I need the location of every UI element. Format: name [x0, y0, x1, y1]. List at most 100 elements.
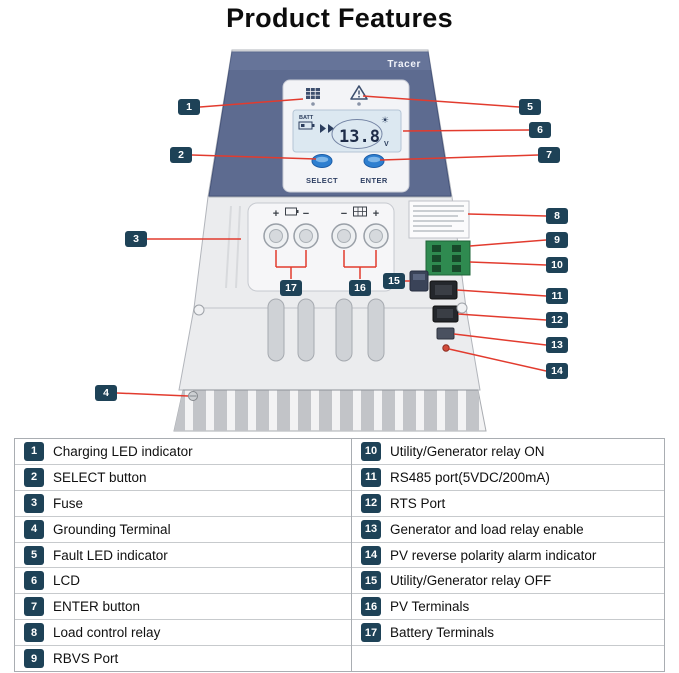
callout-badge-1: 1: [178, 99, 200, 115]
grounding-terminal: [188, 391, 198, 401]
pv-alarm-led: [442, 344, 450, 352]
feature-label-13: Generator and load relay enable: [390, 521, 584, 537]
page-title: Product Features: [226, 3, 453, 33]
feature-row-11: 11 RS485 port(5VDC/200mA): [352, 465, 664, 491]
charge-arrows-icon: [320, 124, 334, 133]
feature-row-15: 15 Utility/Generator relay OFF: [352, 568, 664, 595]
battery-symbol-icon: [285, 207, 299, 216]
callout-badge-7: 7: [538, 147, 560, 163]
relay-switch: [409, 270, 429, 292]
callout-badge-12: 12: [546, 312, 568, 328]
feature-label-2: SELECT button: [53, 469, 147, 485]
relay-enable-jumper: [436, 327, 455, 340]
pv-plus-mark: +: [373, 208, 379, 220]
fault-led-icon: [350, 85, 368, 106]
sun-icon: ☀: [381, 115, 389, 125]
mounting-hole-right: [456, 302, 468, 314]
feature-row-9: 9 RBVS Port: [15, 646, 351, 671]
feature-label-7: ENTER button: [53, 599, 141, 615]
feature-num-3: 3: [24, 493, 44, 513]
molded-ribs: [225, 205, 241, 289]
mounting-hole-left: [193, 304, 205, 316]
lcd-highlight-ring: [331, 119, 383, 149]
callout-badge-15: 15: [383, 273, 405, 289]
feature-num-1: 1: [24, 441, 44, 461]
feature-label-4: Grounding Terminal: [53, 521, 171, 537]
feature-label-9: RBVS Port: [53, 651, 119, 667]
feature-label-12: RTS Port: [390, 495, 446, 511]
callout-badge-4: 4: [95, 385, 117, 401]
callout-badge-16: 16: [349, 280, 371, 296]
rts-port: [432, 305, 459, 323]
battery-icon: [298, 121, 315, 130]
feature-num-16: 16: [361, 597, 381, 617]
feature-label-14: PV reverse polarity alarm indicator: [390, 547, 597, 563]
feature-row-1: 1 Charging LED indicator: [15, 439, 351, 465]
feature-num-10: 10: [361, 441, 381, 461]
relay-terminal-block: [425, 240, 471, 276]
terminal-panel: [247, 202, 395, 292]
pv-symbol-icon: [353, 206, 367, 217]
enter-label: ENTER: [360, 176, 388, 185]
brand-text: Tracer: [387, 59, 421, 70]
pv-minus-mark: −: [341, 208, 347, 220]
select-button: [311, 154, 333, 168]
callout-badge-5: 5: [519, 99, 541, 115]
callout-badge-10: 10: [546, 257, 568, 273]
feature-num-4: 4: [24, 519, 44, 539]
lcd-value: 13.8: [339, 127, 380, 147]
lcd-unit: V: [384, 141, 389, 148]
callout-badge-17: 17: [280, 280, 302, 296]
feature-label-16: PV Terminals: [390, 599, 470, 615]
bat-plus-mark: +: [273, 208, 279, 220]
feature-row-empty: [352, 646, 664, 671]
feature-row-2: 2 SELECT button: [15, 465, 351, 491]
feature-label-8: Load control relay: [53, 625, 161, 641]
feature-row-5: 5 Fault LED indicator: [15, 543, 351, 569]
callout-badge-2: 2: [170, 147, 192, 163]
callout-badge-6: 6: [529, 122, 551, 138]
polarity-marks: + − − +: [273, 208, 379, 220]
feature-row-7: 7 ENTER button: [15, 594, 351, 621]
callout-badge-3: 3: [125, 231, 147, 247]
features-column-left: 1 Charging LED indicator 2 SELECT button…: [15, 439, 351, 671]
feature-row-14: 14 PV reverse polarity alarm indicator: [352, 543, 664, 569]
bat-minus-mark: −: [303, 208, 309, 220]
features-table: 1 Charging LED indicator 2 SELECT button…: [14, 438, 665, 672]
feature-row-13: 13 Generator and load relay enable: [352, 517, 664, 543]
feature-row-16: 16 PV Terminals: [352, 594, 664, 621]
charging-led-icon: [306, 88, 320, 106]
callout-badge-14: 14: [546, 363, 568, 379]
spec-sticker: [408, 200, 470, 239]
callout-badge-8: 8: [546, 208, 568, 224]
feature-num-17: 17: [361, 623, 381, 643]
feature-label-10: Utility/Generator relay ON: [390, 443, 545, 459]
callout-badge-9: 9: [546, 232, 568, 248]
feature-num-2: 2: [24, 467, 44, 487]
feature-row-10: 10 Utility/Generator relay ON: [352, 439, 664, 465]
feature-row-3: 3 Fuse: [15, 491, 351, 517]
enter-button: [363, 154, 385, 168]
callout-lines: [116, 95, 547, 397]
rs485-port: [429, 280, 458, 300]
feature-num-8: 8: [24, 623, 44, 643]
feature-num-12: 12: [361, 493, 381, 513]
callout-badge-11: 11: [546, 288, 568, 304]
feature-row-12: 12 RTS Port: [352, 491, 664, 517]
feature-label-5: Fault LED indicator: [53, 547, 168, 563]
battery-terminals: [263, 223, 319, 249]
feature-label-3: Fuse: [53, 495, 84, 511]
callout-badge-13: 13: [546, 337, 568, 353]
feature-label-6: LCD: [53, 573, 81, 589]
pv-terminals: [331, 223, 389, 249]
features-column-right: 10 Utility/Generator relay ON 11 RS485 p…: [351, 439, 664, 671]
feature-label-17: Battery Terminals: [390, 625, 495, 641]
feature-row-6: 6 LCD: [15, 568, 351, 595]
feature-label-15: Utility/Generator relay OFF: [390, 573, 552, 589]
feature-row-17: 17 Battery Terminals: [352, 620, 664, 647]
feature-label-11: RS485 port(5VDC/200mA): [390, 469, 550, 485]
lcd-screen: BATT 13.8 V ☀: [292, 109, 402, 153]
wire-slots: [267, 298, 385, 362]
